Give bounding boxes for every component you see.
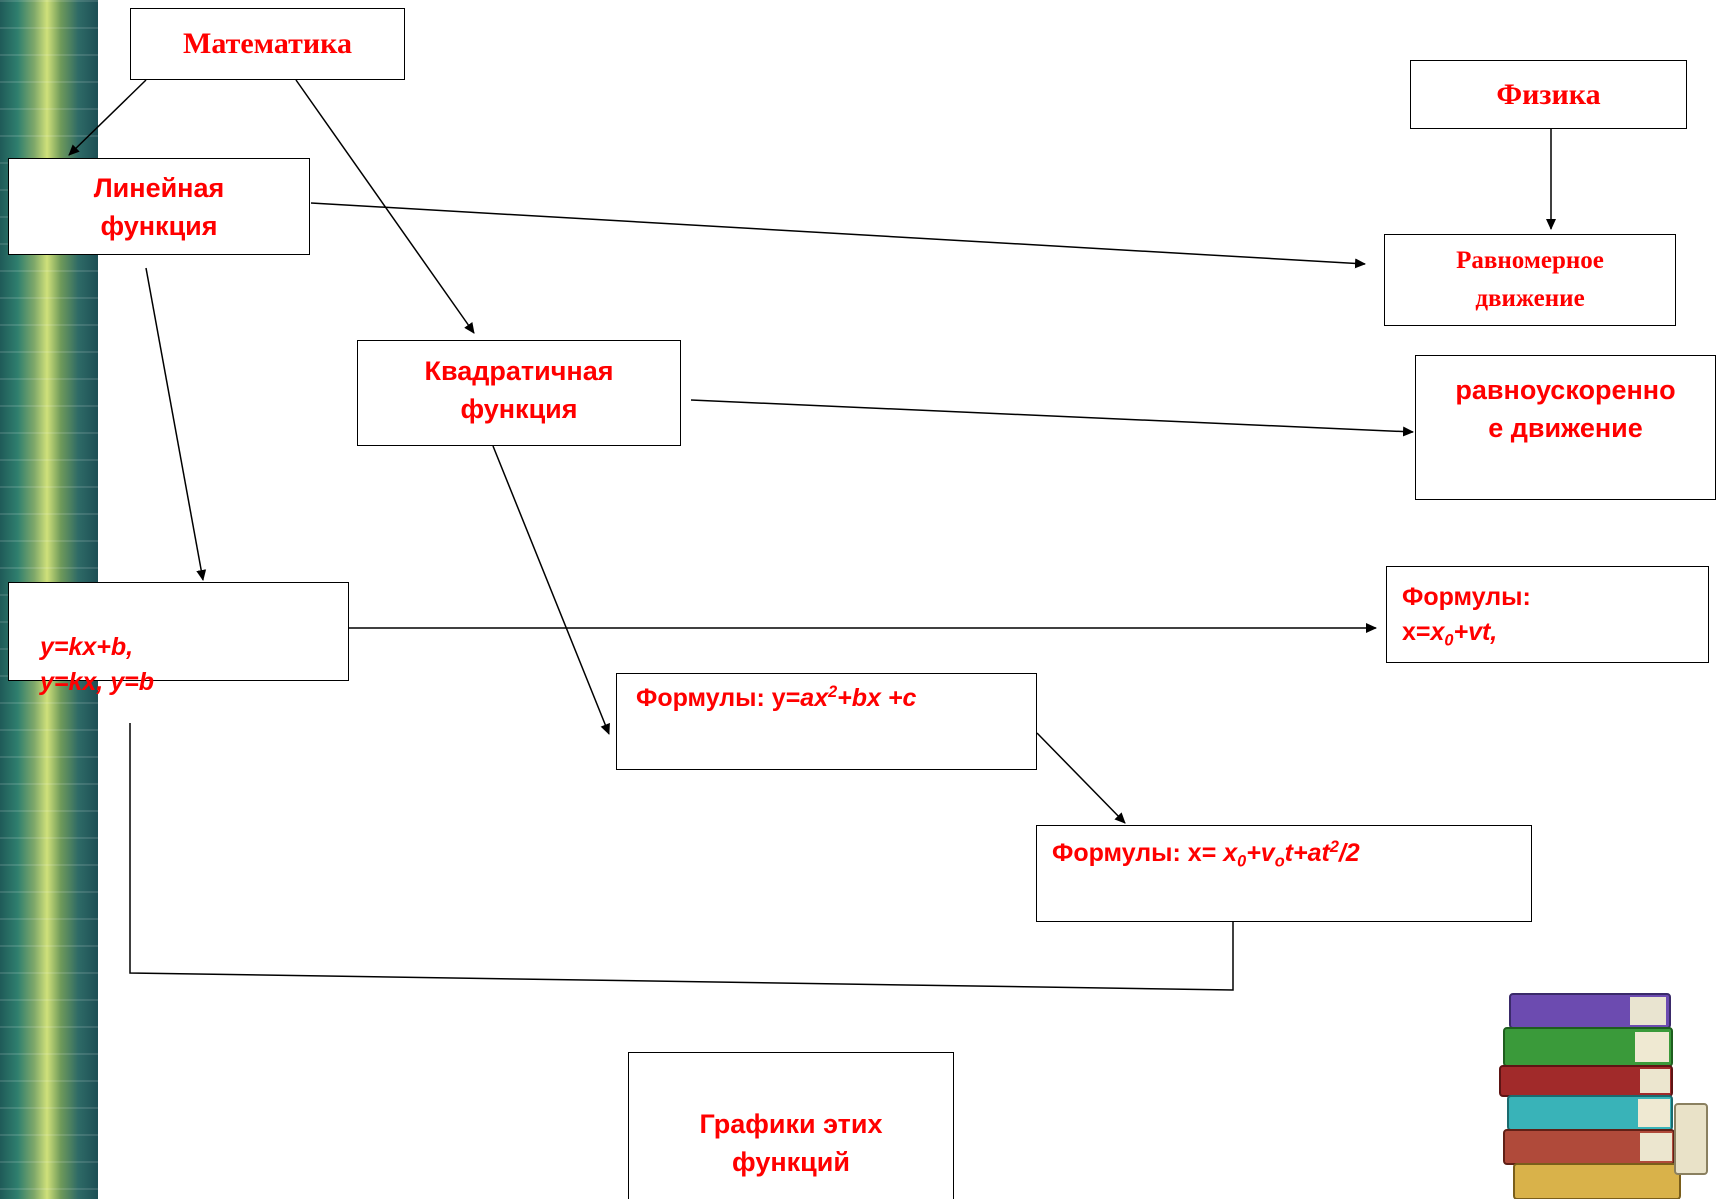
books-stack-icon bbox=[1499, 993, 1708, 1199]
arrow-quadratic-to-accelerated bbox=[690, 399, 1414, 437]
node-uniform-line2: движение bbox=[1475, 285, 1585, 312]
uniform-formulas-title: Формулы: bbox=[1402, 583, 1531, 611]
node-accelerated-line1: равноускоренно bbox=[1455, 375, 1676, 405]
node-linear-line2: функция bbox=[100, 211, 218, 241]
node-quadratic-line1: Квадратичная bbox=[424, 356, 614, 386]
node-math-label: Математика bbox=[183, 27, 352, 60]
node-graphs-line2: функций bbox=[732, 1147, 850, 1177]
linear-formulas-text: y=kx+b, y=kx, y=b bbox=[40, 630, 154, 700]
arrow-linear-to-formulas bbox=[145, 267, 207, 581]
arrow-quadformulas-to-accelformulas bbox=[1036, 732, 1126, 824]
uniform-formulas-text: Формулы: x=x0+vt, bbox=[1402, 580, 1531, 652]
uniform-formula-x: x=x0+vt, bbox=[1402, 618, 1498, 650]
accel-formula-text: Формулы: x= x0+vot+at2/2 bbox=[1052, 838, 1360, 871]
node-linear-formulas bbox=[8, 582, 349, 681]
node-graphs: Графики этих функций bbox=[628, 1052, 954, 1199]
node-physics: Физика bbox=[1410, 60, 1687, 129]
node-accelerated-line2: е движение bbox=[1488, 413, 1643, 443]
node-linear-function: Линейная функция bbox=[8, 158, 310, 255]
node-quadratic-formulas bbox=[616, 673, 1037, 770]
node-linear-line1: Линейная bbox=[93, 173, 225, 203]
arrow-linear-to-uniform bbox=[310, 202, 1366, 269]
node-accelerated-motion: равноускоренно е движение bbox=[1415, 355, 1716, 500]
node-uniform-motion: Равномерное движение bbox=[1384, 234, 1676, 326]
linear-formula-line1: y=kx+b, bbox=[40, 633, 134, 661]
bracket-connector bbox=[129, 723, 1234, 991]
node-math: Математика bbox=[130, 8, 405, 80]
node-uniform-formulas bbox=[1386, 566, 1709, 663]
node-quadratic-function: Квадратичная функция bbox=[357, 340, 681, 446]
arrow-quadratic-to-formulas bbox=[492, 445, 610, 735]
arrow-math-to-quadratic bbox=[295, 79, 475, 334]
node-accel-formulas bbox=[1036, 825, 1532, 922]
node-graphs-line1: Графики этих bbox=[699, 1109, 883, 1139]
arrow-math-to-linear bbox=[68, 79, 147, 156]
linear-formula-line2: y=kx, y=b bbox=[40, 668, 154, 696]
node-quadratic-line2: функция bbox=[460, 394, 578, 424]
node-uniform-line1: Равномерное bbox=[1456, 247, 1604, 274]
node-physics-label: Физика bbox=[1496, 78, 1601, 111]
quadratic-formula-text: Формулы: y=ax2+bx +c bbox=[636, 683, 917, 712]
